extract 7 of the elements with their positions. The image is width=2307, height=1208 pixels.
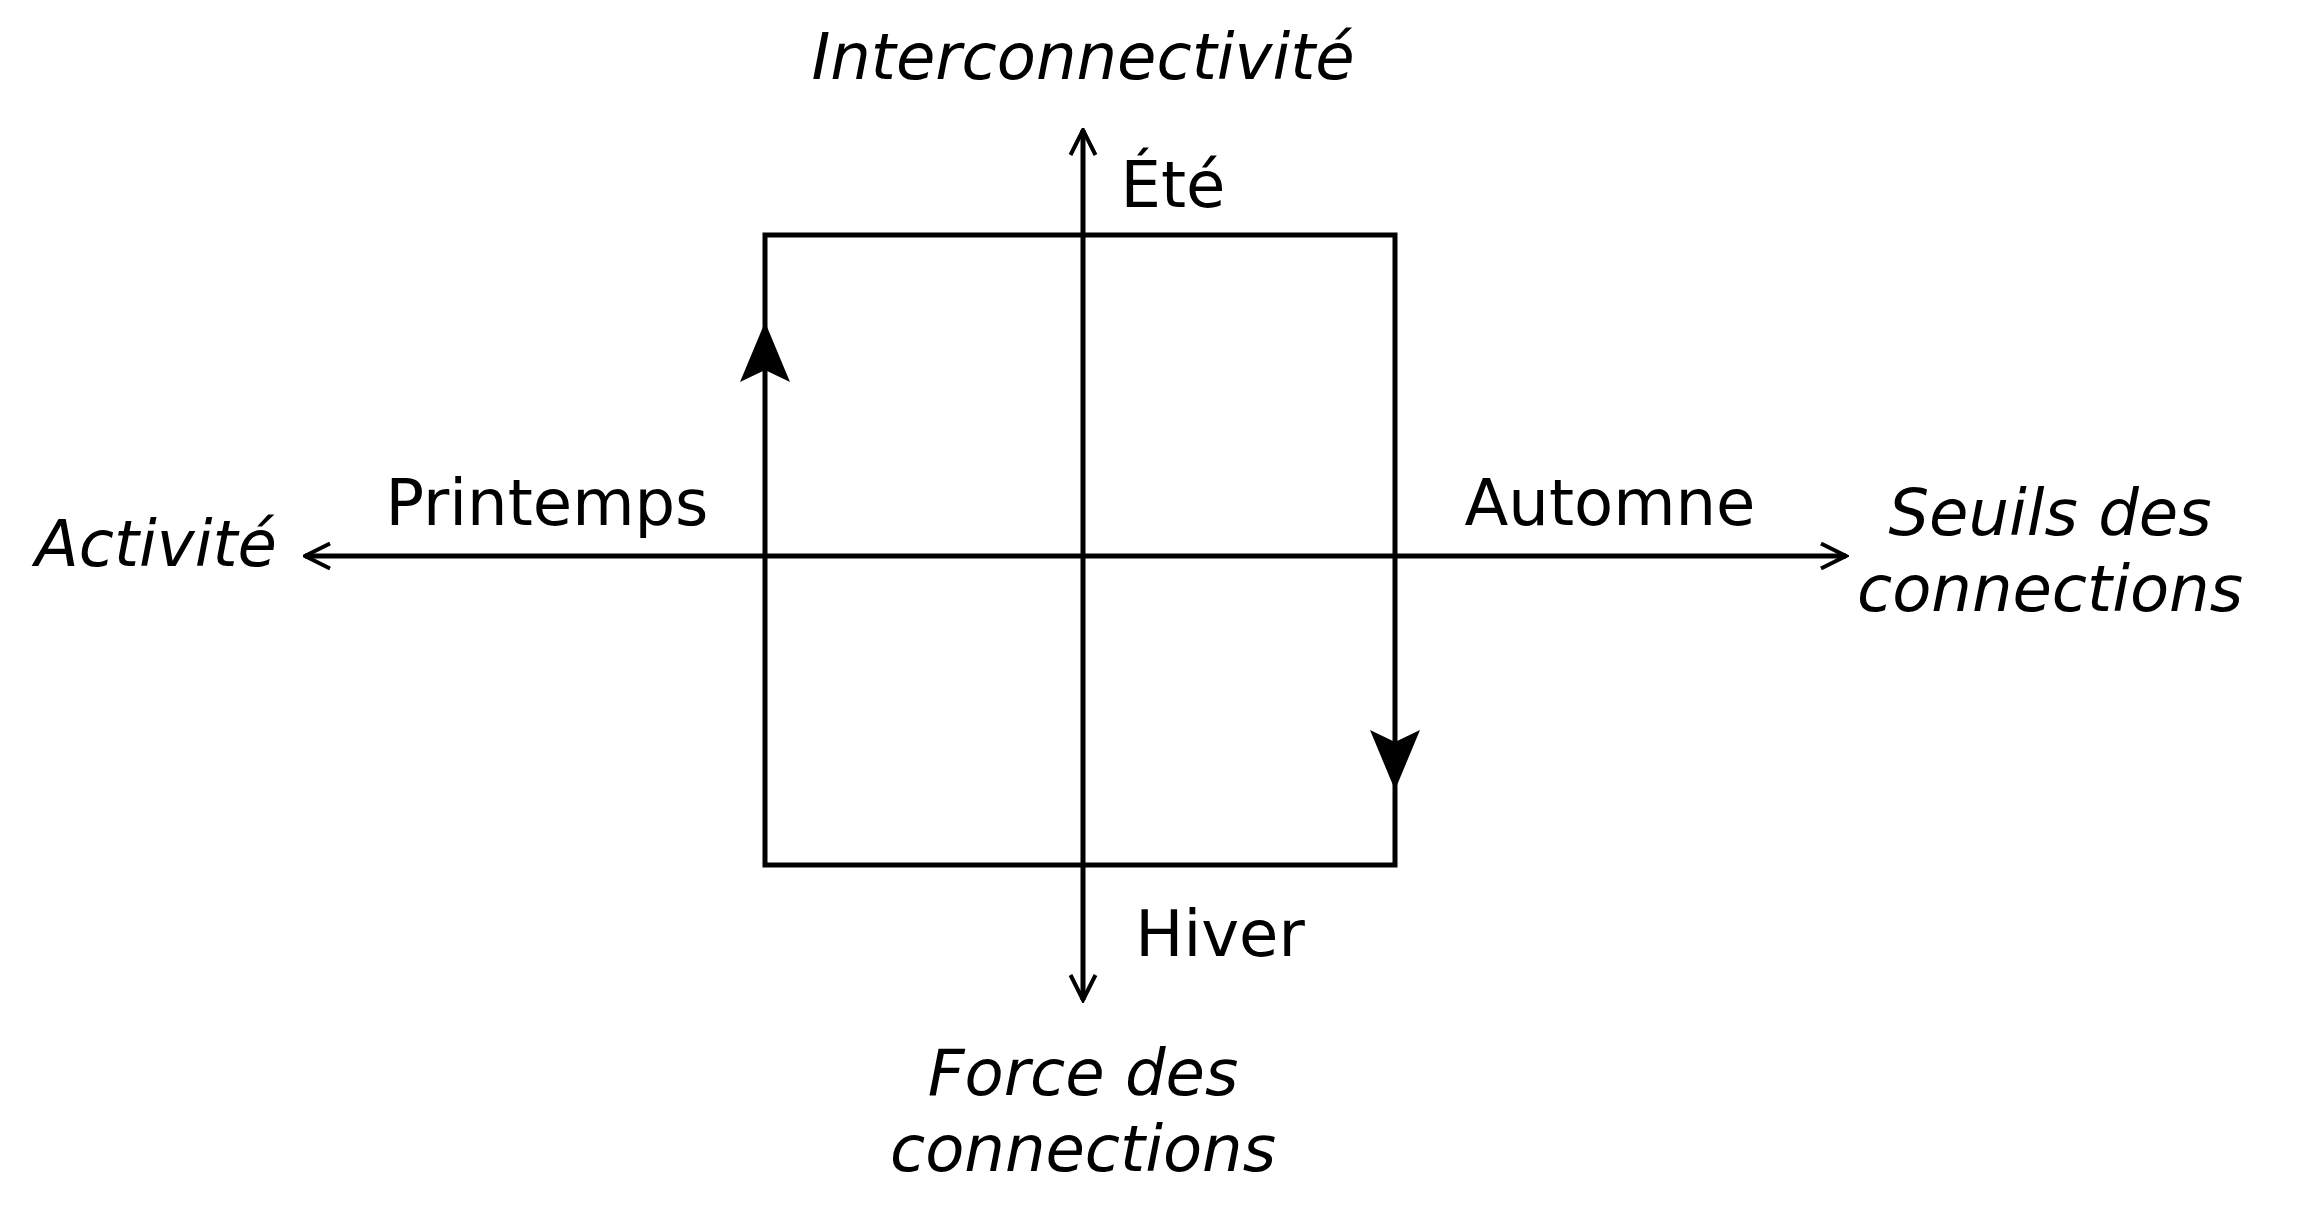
axis-label: Force des connections xyxy=(889,1036,1277,1188)
season-label: Printemps xyxy=(385,466,709,542)
season-label: Hiver xyxy=(1135,897,1305,973)
axis-label: Seuils des connections xyxy=(1856,476,2244,628)
season-label: Été xyxy=(1120,148,1226,224)
axis-label: Interconnectivité xyxy=(811,20,1355,96)
season-label: Automne xyxy=(1464,466,1756,542)
